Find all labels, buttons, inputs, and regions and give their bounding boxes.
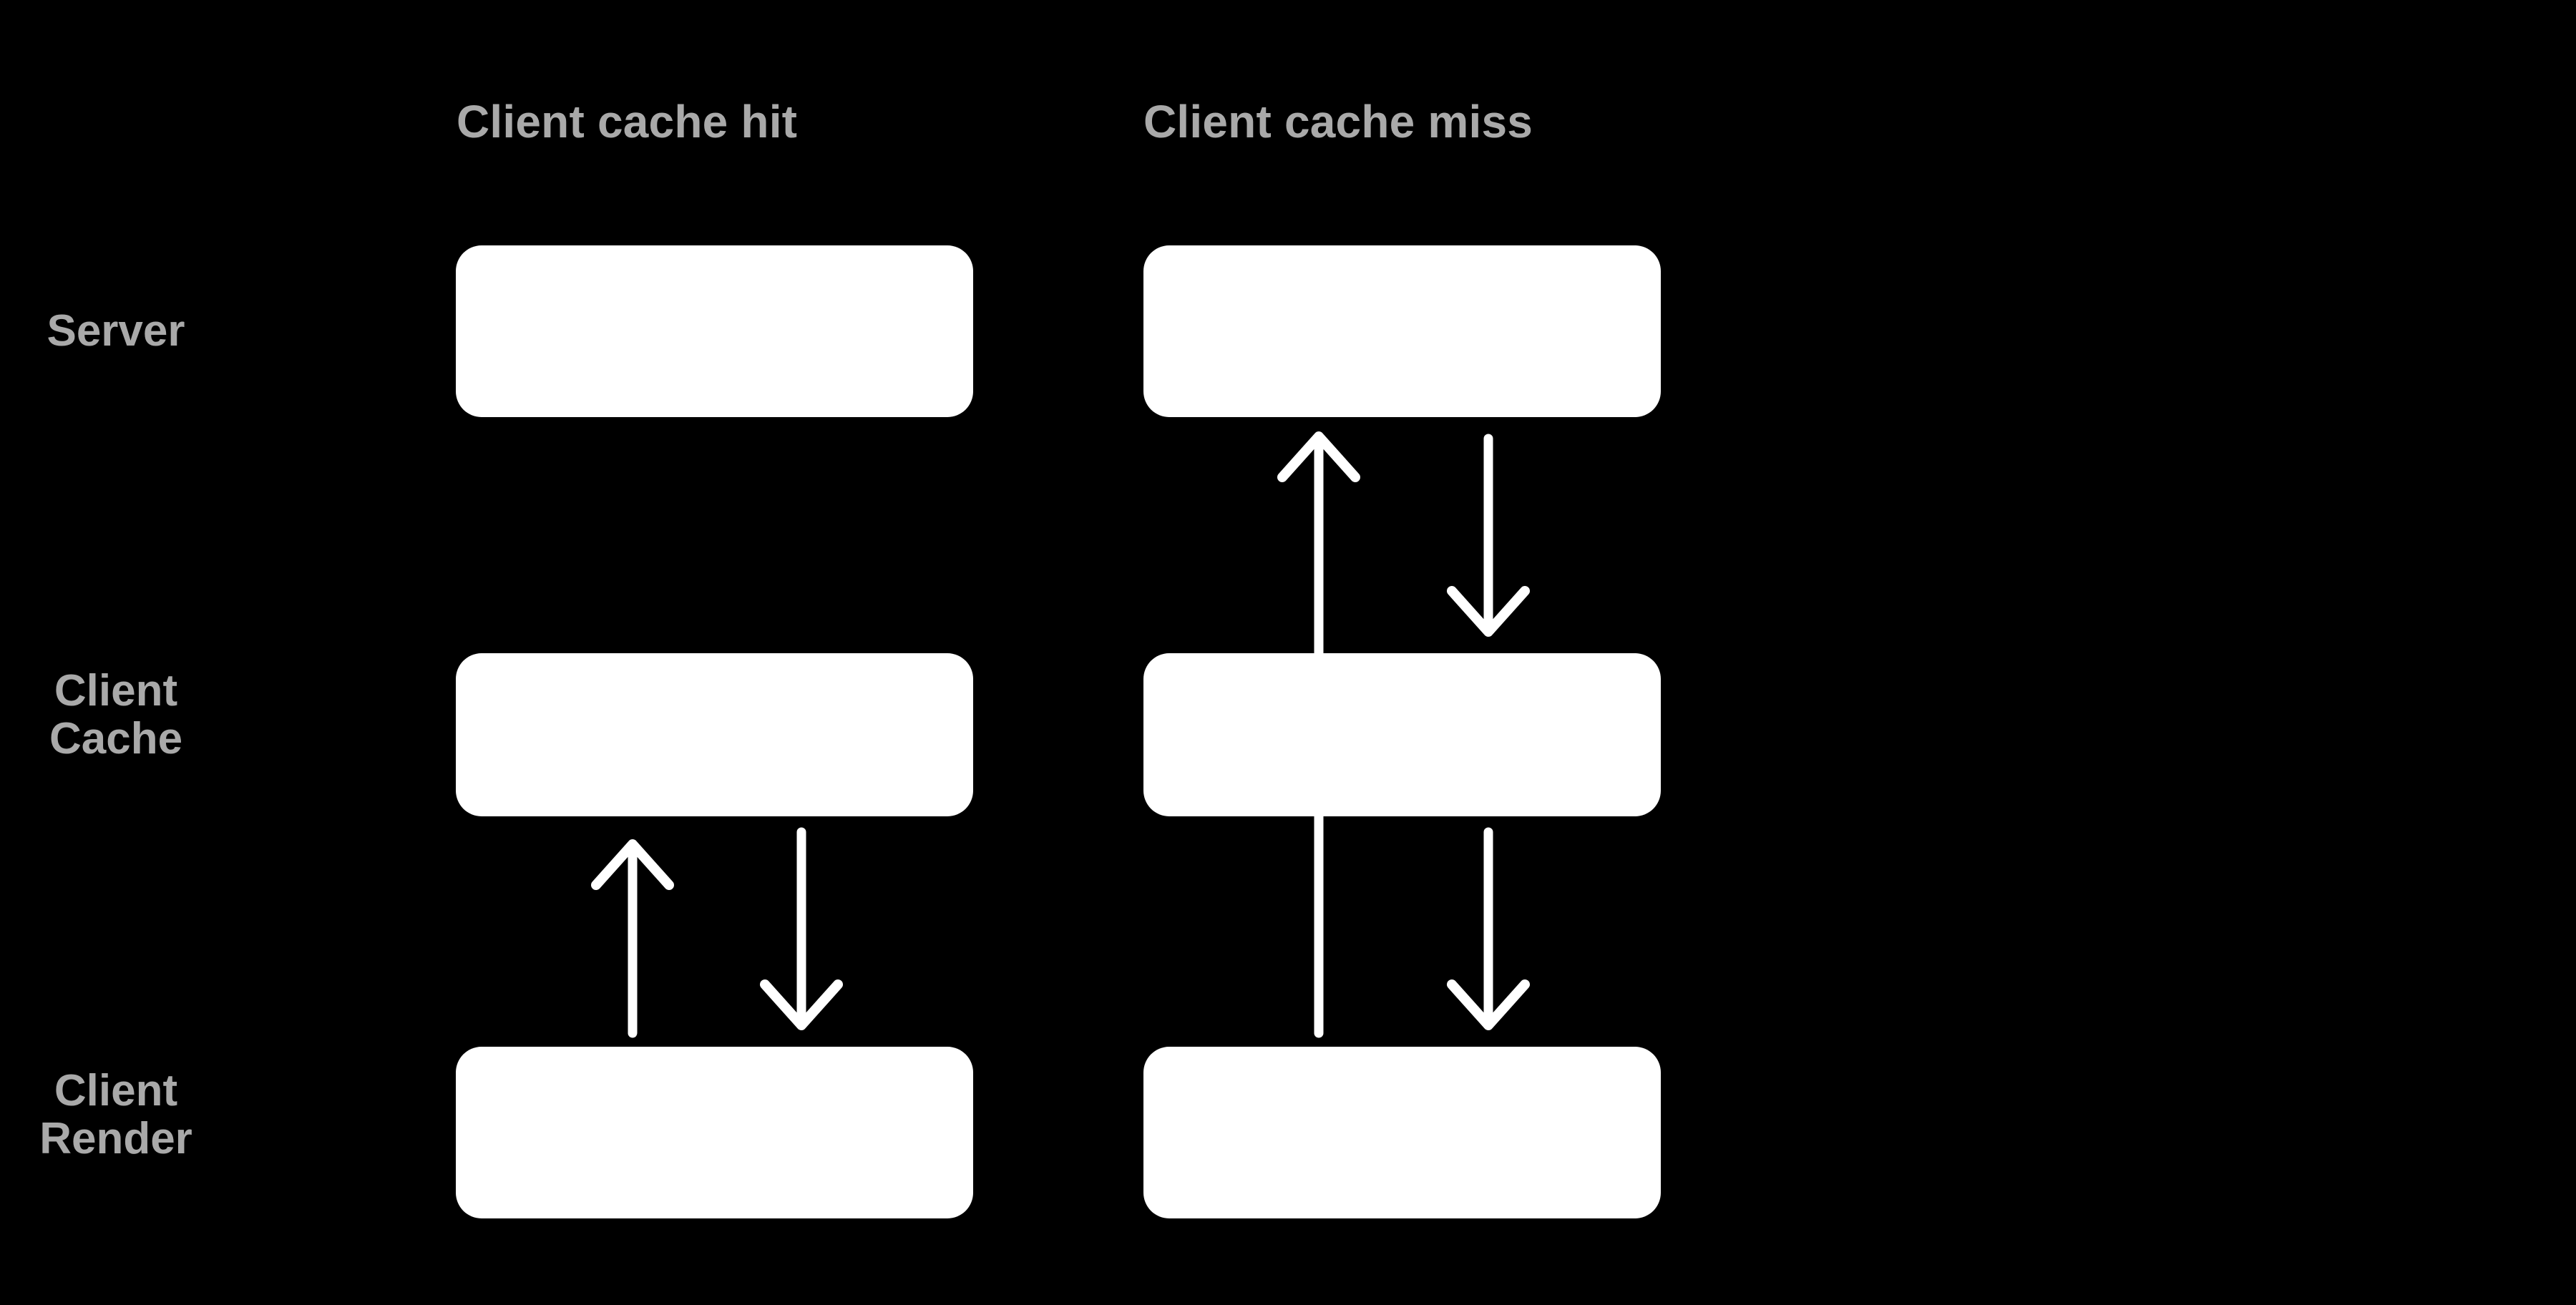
arrow-render-to-cache-hit [591,839,674,1038]
row-label-client-cache-line1: Client [54,666,178,715]
row-label-server: Server [47,306,185,356]
row-label-client-render-line2: Render [39,1113,192,1163]
render-box-miss[interactable] [1143,1047,1661,1218]
column-header-client-cache-miss: Client cache miss [1143,96,1533,147]
arrow-cache-to-render-miss [1447,827,1530,1030]
arrow-cache-to-render-hit [760,827,843,1030]
row-label-client-render: Client Render [0,1067,266,1163]
cache-box-hit[interactable] [456,653,973,816]
arrow-server-to-cache-miss [1447,434,1530,637]
server-box-miss[interactable] [1143,245,1661,417]
server-box-hit[interactable] [456,245,973,417]
render-box-hit[interactable] [456,1047,973,1218]
row-label-client-render-line1: Client [54,1066,178,1115]
row-label-client-cache-line2: Cache [49,713,183,763]
column-header-client-cache-hit: Client cache hit [457,96,798,147]
row-label-client-cache: Client Cache [0,666,266,763]
cache-box-miss[interactable] [1143,653,1661,816]
